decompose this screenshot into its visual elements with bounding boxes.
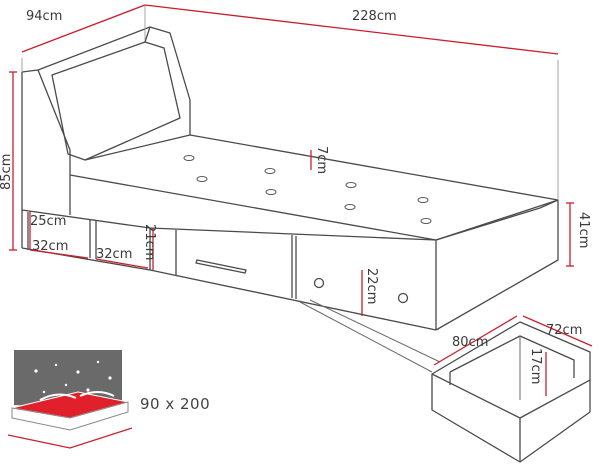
- shelf-width-2-label: 32cm: [96, 247, 132, 262]
- side-height-label: 41cm: [576, 212, 591, 248]
- drawer-front-height-label: 22cm: [364, 268, 379, 304]
- drawer-width-label: 80cm: [452, 335, 488, 350]
- shelf-width-1-label: 32cm: [32, 239, 68, 254]
- dimension-lines: [9, 4, 574, 316]
- depth-label: 94cm: [26, 9, 62, 24]
- mattress-size-icon: [7, 350, 133, 449]
- dimension-labels: 94cm 228cm 85cm 41cm 7cm 25cm 32cm 32cm …: [0, 9, 591, 413]
- drawer-height-label: 21cm: [142, 224, 157, 260]
- drawer-inner-height-label: 17cm: [528, 348, 543, 384]
- shelf-height-label: 25cm: [30, 214, 66, 229]
- length-label: 228cm: [352, 9, 397, 24]
- height-label: 85cm: [0, 154, 14, 190]
- mattress-studs: [183, 155, 432, 224]
- mattress-size-label: 90 x 200: [140, 395, 210, 413]
- mattress-depth-label: 7cm: [314, 146, 329, 174]
- drawer-depth-label: 72cm: [546, 323, 582, 338]
- drawer-detail: [299, 299, 593, 463]
- bed-outline: [21, 26, 559, 331]
